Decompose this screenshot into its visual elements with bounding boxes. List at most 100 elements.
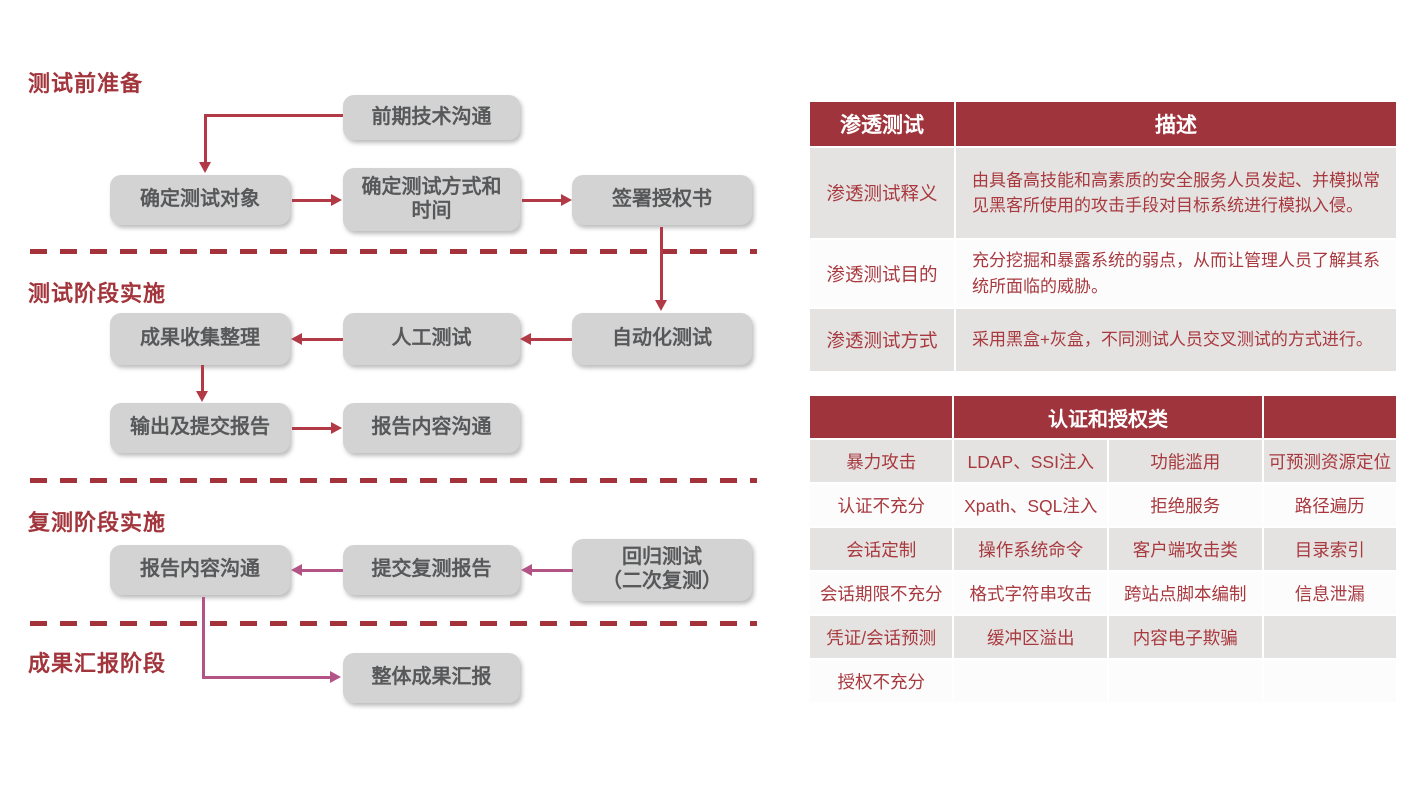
flow-node-manual-test: 人工测试 [343,313,520,365]
arrow-line [292,427,332,430]
flow-node-label: 整体成果汇报 [371,666,492,689]
flow-node-label: 报告内容沟通 [140,558,260,581]
table-row: 授权不充分 [810,660,1396,702]
row-description: 充分挖掘和暴露系统的弱点，从而让管理人员了解其系统所面临的威胁。 [956,240,1396,307]
arrow-line [202,597,205,678]
flow-node-label: （二次复测） [602,570,722,592]
header-corner-cell [810,396,953,438]
auth-attack-types-table: 认证和授权类 暴力攻击 LDAP、SSI注入 功能滥用 可预测资源定位 认证不充… [808,394,1398,704]
arrow-line [532,569,573,572]
flow-node-label: 成果收集整理 [140,327,260,350]
cell: 客户端攻击类 [1109,528,1262,570]
cell: Xpath、SQL注入 [954,484,1107,526]
row-description: 采用黑盒+灰盒，不同测试人员交叉测试的方式进行。 [956,309,1396,371]
arrow-head-down-icon [199,162,211,173]
flow-node-sign-authorization: 签署授权书 [572,175,752,225]
cell [1109,660,1262,702]
cell [954,660,1107,702]
flow-node-label: 前期技术沟通 [371,105,492,128]
flow-node-overall-result-report: 整体成果汇报 [343,653,520,703]
cell: 路径遍历 [1263,484,1396,526]
table-row: 渗透测试释义 由具备高技能和高素质的安全服务人员发起、并模拟常见黑客所使用的攻击… [810,148,1396,238]
table-row: 会话定制 操作系统命令 客户端攻击类 目录索引 [810,528,1396,570]
cell: 暴力攻击 [810,440,953,482]
section-title-test-phase: 测试阶段实施 [28,281,167,306]
column-header: 描述 [956,102,1396,146]
arrow-head-right-icon [561,194,572,206]
arrow-line [302,569,343,572]
table-row: 会话期限不充分 格式字符串攻击 跨站点脚本编制 信息泄漏 [810,572,1396,614]
cell: LDAP、SSI注入 [954,440,1107,482]
flow-node-label: 报告内容沟通 [371,416,492,439]
arrow-line [202,676,331,679]
flow-node-output-submit-report: 输出及提交报告 [110,403,290,453]
flow-node-confirm-method-and-time: 确定测试方式和 时间 [343,168,520,231]
table-header-row: 认证和授权类 [810,396,1396,438]
flow-node-label: 签署授权书 [612,188,712,211]
phase-divider-dashed-line [30,249,757,254]
flow-node-label: 提交复测报告 [371,558,492,581]
cell: 跨站点脚本编制 [1109,572,1262,614]
flow-node-confirm-test-target: 确定测试对象 [110,175,290,225]
flow-node-label: 回归测试 [622,546,702,569]
flow-node-label: 人工测试 [391,327,472,350]
row-label: 渗透测试方式 [810,309,954,371]
header-spacer-cell [1263,396,1396,438]
arrow-line [302,338,343,341]
table-row: 暴力攻击 LDAP、SSI注入 功能滥用 可预测资源定位 [810,440,1396,482]
cell: 会话定制 [810,528,953,570]
cell: 信息泄漏 [1263,572,1396,614]
section-title-report-phase: 成果汇报阶段 [28,651,167,676]
cell: 操作系统命令 [954,528,1107,570]
flow-node-label: 时间 [411,199,452,222]
cell: 格式字符串攻击 [954,572,1107,614]
arrow-line [660,227,663,301]
arrow-line [531,338,572,341]
section-title-preparation: 测试前准备 [28,71,144,96]
flow-node-collect-results: 成果收集整理 [110,313,290,365]
flow-node-label: 确定测试方式和 [361,175,502,198]
cell: 认证不充分 [810,484,953,526]
arrow-line [522,199,562,202]
flow-node-label: 输出及提交报告 [130,416,270,439]
cell: 缓冲区溢出 [954,616,1107,658]
cell: 拒绝服务 [1109,484,1262,526]
cell: 内容电子欺骗 [1109,616,1262,658]
table-row: 凭证/会话预测 缓冲区溢出 内容电子欺骗 [810,616,1396,658]
flow-node-submit-retest-report: 提交复测报告 [343,545,520,595]
cell: 授权不充分 [810,660,953,702]
phase-divider-dashed-line [30,621,757,626]
arrow-head-left-icon [291,333,302,345]
flow-node-retest-report-communication: 报告内容沟通 [110,545,290,595]
pentest-description-table: 渗透测试 描述 渗透测试释义 由具备高技能和高素质的安全服务人员发起、并模拟常见… [808,100,1398,373]
flow-node-report-communication: 报告内容沟通 [343,403,520,453]
arrow-line [204,114,343,117]
cell: 功能滥用 [1109,440,1262,482]
row-label: 渗透测试释义 [810,148,954,238]
arrow-head-left-icon [521,564,532,576]
arrow-line [201,365,204,392]
arrow-head-left-icon [291,564,302,576]
arrow-head-down-icon [196,391,208,402]
table-row: 渗透测试目的 充分挖掘和暴露系统的弱点，从而让管理人员了解其系统所面临的威胁。 [810,240,1396,307]
cell: 目录索引 [1263,528,1396,570]
column-header: 渗透测试 [810,102,954,146]
phase-divider-dashed-line [30,478,757,483]
cell: 会话期限不充分 [810,572,953,614]
flow-node-pre-tech-communication: 前期技术沟通 [343,95,520,140]
arrow-head-right-icon [330,671,341,683]
arrow-head-right-icon [331,422,342,434]
arrow-line [292,199,332,202]
column-header: 认证和授权类 [954,396,1262,438]
arrow-head-down-icon [655,300,667,311]
cell [1263,660,1396,702]
cell: 凭证/会话预测 [810,616,953,658]
flow-node-regression-test: 回归测试 （二次复测） [572,539,752,601]
cell: 可预测资源定位 [1263,440,1396,482]
flow-node-automated-test: 自动化测试 [572,313,752,365]
cell [1263,616,1396,658]
table-header-row: 渗透测试 描述 [810,102,1396,146]
row-description: 由具备高技能和高素质的安全服务人员发起、并模拟常见黑客所使用的攻击手段对目标系统… [956,148,1396,238]
flow-node-label: 自动化测试 [612,327,712,350]
